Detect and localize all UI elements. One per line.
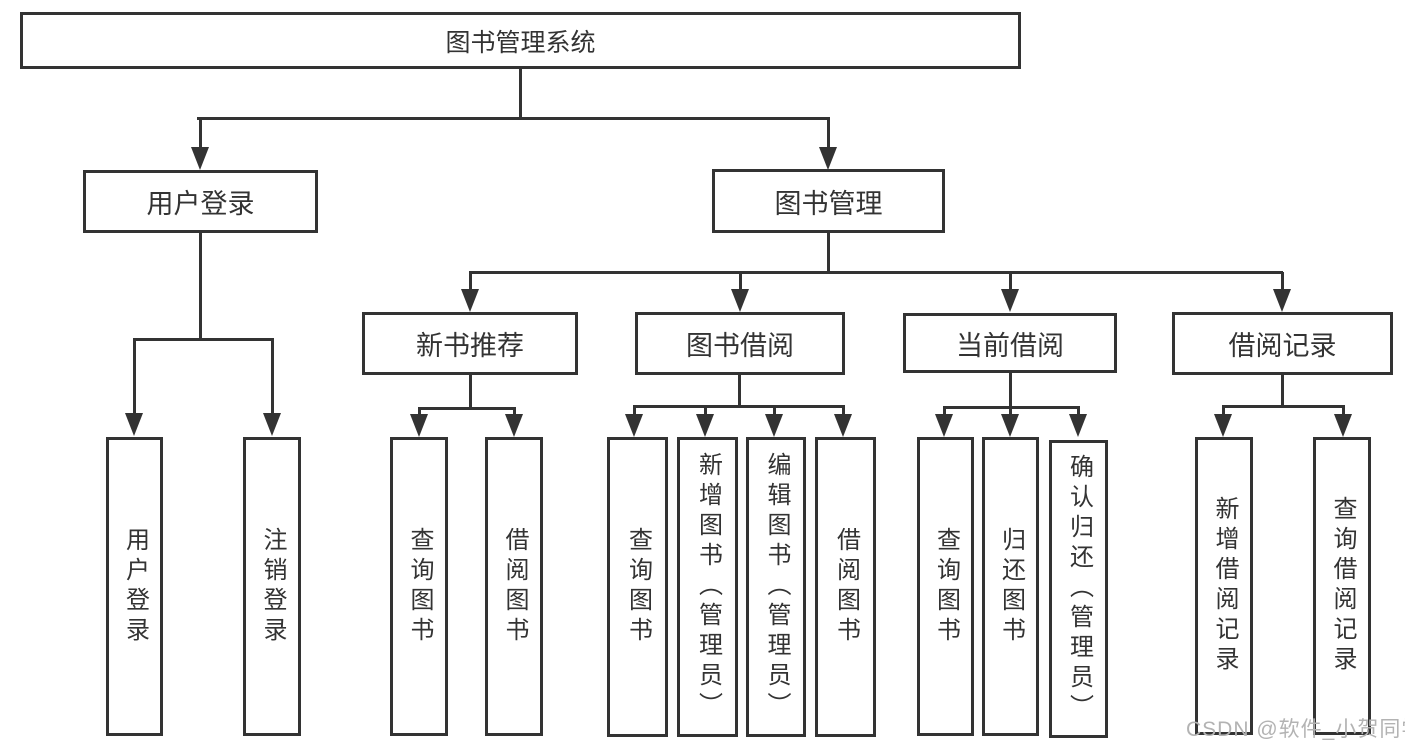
connector-login-user-drop [133, 338, 136, 416]
node-bb-borrow-books-label: 借阅图书 [832, 527, 860, 647]
connector-bb-query-drop [633, 405, 636, 416]
connector-current-borrow-stem [1009, 373, 1012, 407]
node-root-label: 图书管理系统 [445, 28, 596, 57]
node-new-book-recommend: 新书推荐 [362, 312, 578, 375]
arrowhead-br-query [1334, 414, 1352, 437]
arrowhead-current-borrow [1001, 289, 1019, 312]
node-bb-edit-books: 编辑图书（管理员） [746, 437, 806, 737]
node-current-borrow: 当前借阅 [903, 313, 1117, 373]
arrowhead-book-borrow [731, 289, 749, 312]
connector-borrow-records-rail [1222, 405, 1344, 408]
node-br-query-record-label: 查询借阅记录 [1329, 496, 1356, 676]
node-logout-user: 注销登录 [243, 437, 301, 736]
node-login-user: 用户登录 [106, 437, 163, 736]
node-br-add-record: 新增借阅记录 [1195, 437, 1253, 735]
node-root: 图书管理系统 [20, 12, 1021, 69]
arrowhead-nb-borrow [505, 414, 523, 437]
node-current-borrow-label: 当前借阅 [956, 330, 1064, 361]
node-bb-query-books: 查询图书 [607, 437, 668, 737]
node-cb-return-books-label: 归还图书 [997, 526, 1025, 647]
node-user-login: 用户登录 [83, 170, 318, 233]
node-nb-query-books: 查询图书 [390, 437, 448, 736]
arrowhead-book-mgmt [819, 147, 837, 170]
node-borrow-records-label: 借阅记录 [1228, 331, 1337, 361]
node-login-user-label: 用户登录 [121, 526, 149, 647]
connector-new-books-stem [469, 375, 472, 408]
node-bb-borrow-books: 借阅图书 [815, 437, 876, 737]
connector-level2-rail [197, 117, 830, 120]
arrowhead-nb-query [410, 414, 428, 437]
arrowhead-user-login [191, 147, 209, 170]
node-bb-add-books-label: 新增图书（管理员） [694, 452, 722, 722]
connector-nb-query-drop [418, 407, 421, 416]
connector-bb-edit-drop [773, 405, 776, 416]
node-new-book-recommend-label: 新书推荐 [416, 331, 524, 361]
node-user-login-label: 用户登录 [146, 189, 255, 219]
connector-user-login-stem [199, 233, 202, 339]
connector-cb-query-drop [943, 406, 946, 416]
node-cb-query-books-label: 查询图书 [932, 526, 960, 647]
connector-level3-rail [469, 271, 1283, 274]
arrowhead-bb-add [696, 414, 714, 437]
arrowhead-new-books [461, 289, 479, 312]
arrowhead-bb-edit [765, 414, 783, 437]
arrowhead-login-user [125, 413, 143, 436]
connector-borrow-records-drop [1281, 272, 1284, 291]
node-br-query-record: 查询借阅记录 [1313, 437, 1371, 735]
csdn-watermark: CSDN @软件_小贺同学 [1186, 718, 1405, 741]
connector-book-borrow-drop [739, 272, 742, 291]
connector-br-add-drop [1222, 405, 1225, 416]
node-cb-return-books: 归还图书 [982, 437, 1039, 736]
node-bb-add-books: 新增图书（管理员） [677, 437, 738, 737]
arrowhead-cb-confirm [1069, 414, 1087, 437]
connector-logout-user-drop [271, 338, 274, 416]
arrowhead-cb-query [935, 414, 953, 437]
connector-current-borrow-drop [1009, 272, 1012, 291]
node-book-borrow-label: 图书借阅 [686, 331, 794, 361]
connector-borrow-records-stem [1281, 375, 1284, 407]
node-borrow-records: 借阅记录 [1172, 312, 1393, 375]
connector-bb-add-drop [704, 405, 707, 416]
connector-new-books-drop [469, 272, 472, 291]
arrowhead-cb-return [1001, 414, 1019, 437]
arrowhead-br-add [1214, 414, 1232, 437]
node-cb-confirm-return-label: 确认归还（管理员） [1065, 454, 1093, 724]
connector-bb-borrow-drop [842, 405, 845, 416]
connector-cb-confirm-drop [1077, 406, 1080, 416]
node-cb-query-books: 查询图书 [917, 437, 974, 736]
node-book-borrow: 图书借阅 [635, 312, 845, 375]
connector-book-mgmt-drop [827, 117, 830, 150]
connector-nb-borrow-drop [513, 407, 516, 416]
arrowhead-bb-borrow [834, 414, 852, 437]
connector-user-login-drop [199, 117, 202, 150]
node-nb-query-books-label: 查询图书 [406, 526, 433, 647]
node-cb-confirm-return: 确认归还（管理员） [1049, 440, 1108, 738]
node-bb-query-books-label: 查询图书 [624, 527, 652, 647]
node-nb-borrow-books: 借阅图书 [485, 437, 543, 736]
connector-user-login-rail [133, 338, 273, 341]
connector-book-borrow-rail [633, 405, 844, 408]
arrowhead-logout-user [263, 413, 281, 436]
node-book-management-label: 图书管理 [774, 188, 883, 219]
node-bb-edit-books-label: 编辑图书（管理员） [763, 452, 790, 722]
connector-book-borrow-stem [738, 375, 741, 407]
node-book-management: 图书管理 [712, 169, 945, 233]
connector-br-query-drop [1342, 405, 1345, 416]
arrowhead-borrow-records [1273, 289, 1291, 312]
node-logout-user-label: 注销登录 [259, 526, 286, 647]
arrowhead-bb-query [625, 414, 643, 437]
node-nb-borrow-books-label: 借阅图书 [501, 526, 528, 647]
connector-book-mgmt-stem [827, 233, 830, 274]
node-br-add-record-label: 新增借阅记录 [1211, 496, 1238, 676]
connector-root-stem [519, 69, 522, 118]
connector-cb-return-drop [1009, 406, 1012, 416]
connector-new-books-rail [418, 407, 515, 410]
